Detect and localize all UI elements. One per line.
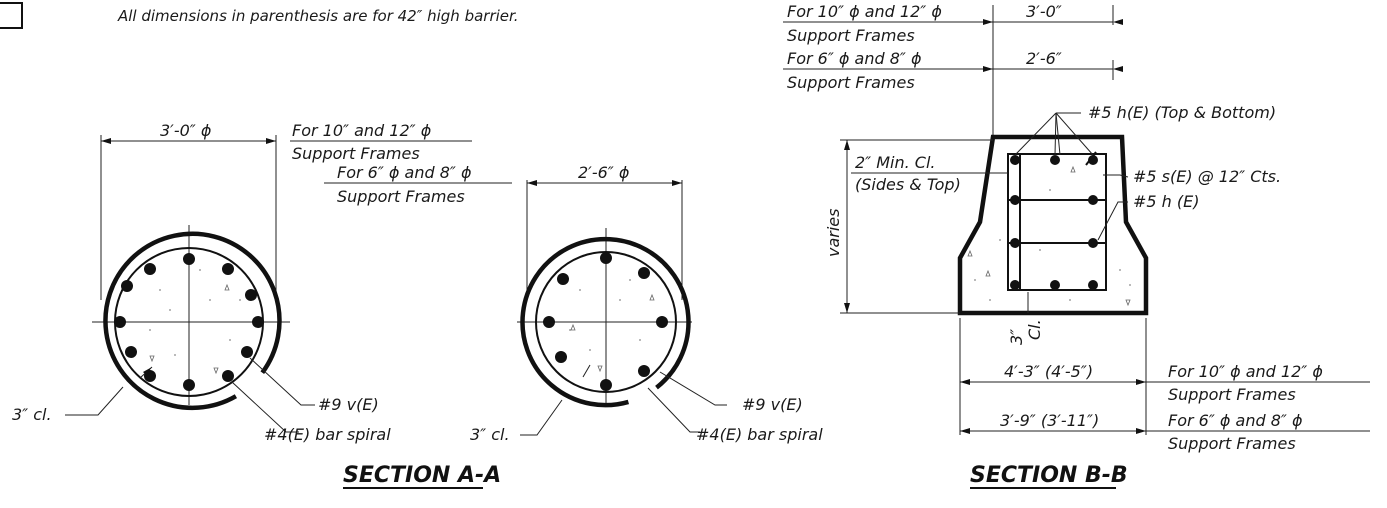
rebar-dot	[245, 289, 257, 301]
right-frames-line1: For 6″ ϕ and 8″ ϕ	[337, 163, 472, 182]
b-bottom-dim1-value: 4′-3″ (4′-5″)	[1004, 362, 1093, 381]
rebar-dot	[1088, 238, 1098, 248]
rebar-dot	[222, 263, 234, 275]
right-spiral-outer	[520, 236, 691, 408]
b-bottom-dim2-line1: For 6″ ϕ and 8″ ϕ	[1168, 411, 1303, 430]
b-bottom-dim1-line2: Support Frames	[1168, 385, 1296, 404]
b-top-bottom-label: #5 h(E) (Top & Bottom)	[1088, 103, 1276, 122]
rebar-dot	[183, 253, 195, 265]
rebar-dot	[183, 379, 195, 391]
rebar-dot	[1010, 195, 1020, 205]
rebar-dot	[1010, 155, 1020, 165]
b-concrete-outline	[957, 134, 1149, 316]
left-frames-line1: For 10″ and 12″ ϕ	[292, 121, 432, 140]
b-bottom-clear-label1: 3″	[1007, 329, 1026, 345]
b-top-dim2-line2: Support Frames	[787, 73, 915, 92]
right-diameter-label: 2′-6″ ϕ	[578, 163, 630, 182]
rebar-dot	[222, 370, 234, 382]
rebar-dot	[1010, 280, 1020, 290]
left-spiral-outer	[103, 231, 282, 411]
section-b-title: SECTION B-B	[970, 463, 1128, 488]
b-bottom-dim2-value: 3′-9″ (3′-11″)	[1000, 411, 1099, 430]
right-clear-label: 3″ cl.	[470, 425, 510, 444]
rebar-dot	[252, 316, 264, 328]
left-spiral-label: #4(E) bar spiral	[264, 425, 391, 444]
rebar-dot	[638, 267, 650, 279]
left-frames-line2: Support Frames	[292, 144, 420, 163]
b-top-dim2-value: 2′-6″	[1026, 49, 1062, 68]
rebar-dot	[638, 365, 650, 377]
header-note: All dimensions in parenthesis are for 42…	[117, 7, 519, 25]
rebar-dot	[656, 316, 668, 328]
rebar-dot	[1088, 280, 1098, 290]
left-vertical-bar-label: #9 v(E)	[318, 395, 379, 414]
b-min-cl-line2: (Sides & Top)	[855, 175, 961, 194]
left-diameter-label: 3′-0″ ϕ	[160, 121, 212, 140]
rebar-dot	[557, 273, 569, 285]
rebar-dot	[125, 346, 137, 358]
rebar-dot	[114, 316, 126, 328]
b-stirrup-cage	[1007, 153, 1107, 291]
b-bottom-clear-label2: Cl.	[1025, 319, 1044, 340]
b-top-dim1-value: 3′-0″	[1026, 2, 1062, 21]
b-top-dim1-line1: For 10″ ϕ and 12″ ϕ	[787, 2, 942, 21]
right-circle-section: 2′-6″ ϕ For 6″ ϕ and 8″ ϕ Support Frames…	[324, 163, 823, 444]
rebar-dot	[600, 252, 612, 264]
b-top-dim2-line1: For 6″ ϕ and 8″ ϕ	[787, 49, 922, 68]
right-vertical-bar-label: #9 v(E)	[742, 395, 803, 414]
section-b: For 10″ ϕ and 12″ ϕ Support Frames 3′-0″…	[783, 2, 1370, 453]
rebar-dot	[1088, 195, 1098, 205]
b-varies-label: varies	[824, 209, 843, 257]
rebar-dot	[1050, 155, 1060, 165]
rebar-dot	[600, 379, 612, 391]
b-bottom-dim2-line2: Support Frames	[1168, 434, 1296, 453]
rebar-dot	[121, 280, 133, 292]
b-min-cl-line1: 2″ Min. Cl.	[855, 153, 936, 172]
b-horizontal-label: #5 h (E)	[1133, 192, 1200, 211]
rebar-dot	[1010, 238, 1020, 248]
rebar-dot	[144, 263, 156, 275]
b-stirrup-label: #5 s(E) @ 12″ Cts.	[1133, 167, 1281, 186]
rebar-dot	[1050, 280, 1060, 290]
rebar-dot	[555, 351, 567, 363]
right-spiral-label: #4(E) bar spiral	[696, 425, 823, 444]
rebar-dot	[543, 316, 555, 328]
left-clear-label: 3″ cl.	[12, 405, 52, 424]
right-frames-line2: Support Frames	[337, 187, 465, 206]
b-bottom-dim1-line1: For 10″ ϕ and 12″ ϕ	[1168, 362, 1323, 381]
rebar-dot	[1088, 155, 1098, 165]
left-circle-section: 3′-0″ ϕ For 10″ and 12″ ϕ Support Frames	[12, 121, 472, 444]
border-corner	[0, 2, 23, 29]
b-top-dim1-line2: Support Frames	[787, 26, 915, 45]
rebar-dot	[241, 346, 253, 358]
section-a-title: SECTION A-A	[343, 463, 501, 488]
